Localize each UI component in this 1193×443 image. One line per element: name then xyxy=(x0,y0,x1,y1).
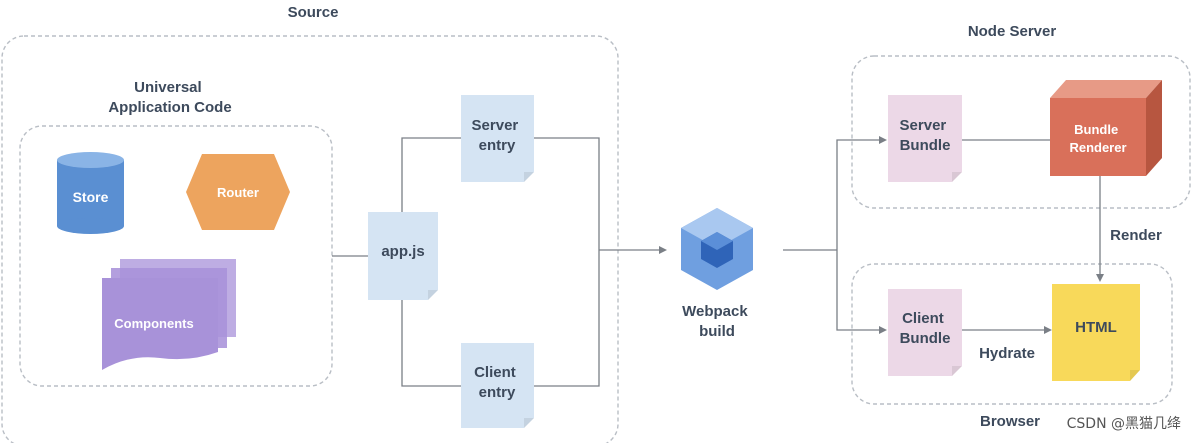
renderer-cube-side xyxy=(1146,80,1162,176)
browser-group xyxy=(851,263,1173,405)
appjs-node: app.js xyxy=(368,212,438,300)
client-bundle-label-line1: Client xyxy=(902,310,944,327)
webpack-input-arrowhead xyxy=(659,246,667,254)
render-arrowhead xyxy=(1096,274,1104,282)
server-entry-doc xyxy=(461,95,534,182)
server-bundle-arrowhead xyxy=(879,136,887,144)
renderer-cube-front xyxy=(1050,98,1146,176)
webpack-node: Webpack build xyxy=(681,208,753,340)
components-label: Components xyxy=(114,316,193,331)
webpack-label-line1: Webpack xyxy=(682,303,748,320)
appjs-doc-fold xyxy=(428,290,438,300)
server-bundle-doc-fold xyxy=(952,172,962,182)
client-entry-label-line2: entry xyxy=(479,384,516,401)
bundle-renderer-label-line1: Bundle xyxy=(1074,122,1118,137)
bundle-renderer-label: Bundle Renderer xyxy=(1069,122,1126,155)
server-entry-label-line1: Server xyxy=(472,117,519,134)
html-doc xyxy=(1052,284,1140,381)
client-entry-doc-fold xyxy=(524,418,534,428)
appjs-label: app.js xyxy=(381,243,424,260)
client-entry-doc xyxy=(461,343,534,428)
server-entry-node: Server entry xyxy=(461,95,534,182)
client-bundle-label: Client Bundle xyxy=(900,310,951,347)
hydrate-edge-label: Hydrate xyxy=(979,345,1035,362)
components-node: Components xyxy=(102,259,236,370)
bundle-renderer-node: Bundle Renderer xyxy=(1050,80,1162,176)
bundles-branch-line xyxy=(836,139,883,331)
universal-app-code-label-line1: Universal xyxy=(134,79,202,96)
server-bundle-label: Server Bundle xyxy=(900,117,951,154)
server-bundle-label-line2: Bundle xyxy=(900,137,951,154)
html-node: HTML xyxy=(1052,284,1140,381)
entries-to-webpack-line xyxy=(534,137,600,387)
client-entry-label: Client entry xyxy=(474,364,520,401)
store-label: Store xyxy=(73,189,109,205)
router-node: Router xyxy=(186,154,290,230)
html-label: HTML xyxy=(1075,319,1117,336)
webpack-icon-inner-top xyxy=(701,232,733,250)
browser-group-label: Browser xyxy=(980,413,1040,430)
client-bundle-doc xyxy=(888,289,962,376)
source-group-label: Source xyxy=(288,4,339,21)
universal-app-code-label: Universal Application Code xyxy=(108,79,231,116)
client-bundle-label-line2: Bundle xyxy=(900,330,951,347)
router-label: Router xyxy=(217,185,259,200)
node-server-group-label: Node Server xyxy=(968,23,1057,40)
node-server-group xyxy=(851,55,1191,209)
client-bundle-node: Client Bundle xyxy=(888,289,962,376)
server-bundle-doc xyxy=(888,95,962,182)
hydrate-arrowhead xyxy=(1044,326,1052,334)
client-bundle-arrowhead xyxy=(879,326,887,334)
client-bundle-doc-fold xyxy=(952,366,962,376)
store-cylinder-bottom xyxy=(57,218,124,234)
renderer-cube-top xyxy=(1050,80,1162,98)
router-hexagon xyxy=(186,154,290,230)
universal-app-code-group xyxy=(19,125,333,387)
client-entry-node: Client entry xyxy=(461,343,534,428)
webpack-label: Webpack build xyxy=(682,303,752,340)
client-entry-label-line1: Client xyxy=(474,364,516,381)
webpack-label-line2: build xyxy=(699,323,735,340)
csdn-watermark: CSDN @黑猫几绛 xyxy=(1064,413,1183,433)
server-entry-label-line2: entry xyxy=(479,137,516,154)
server-entry-doc-fold xyxy=(524,172,534,182)
store-cylinder-top xyxy=(57,152,124,168)
server-entry-label: Server entry xyxy=(472,117,523,154)
store-cylinder-body xyxy=(57,160,124,226)
universal-app-code-label-line2: Application Code xyxy=(108,99,231,116)
webpack-icon-top-face xyxy=(681,208,753,248)
store-node: Store xyxy=(57,152,124,234)
bundle-renderer-label-line2: Renderer xyxy=(1069,140,1126,155)
html-doc-fold xyxy=(1130,370,1140,381)
server-bundle-label-line1: Server xyxy=(900,117,947,134)
render-edge-label: Render xyxy=(1110,227,1162,244)
server-bundle-node: Server Bundle xyxy=(888,95,962,182)
components-front-card xyxy=(102,278,218,370)
appjs-doc xyxy=(368,212,438,300)
